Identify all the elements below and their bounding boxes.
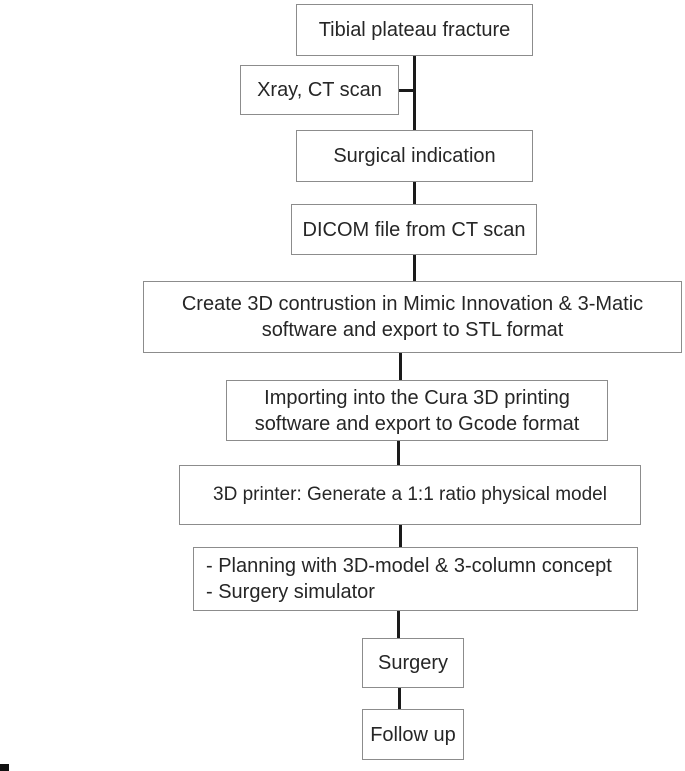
node-label: DICOM file from CT scan [302,218,526,241]
node-follow-up: Follow up [362,709,464,760]
connector-surgical-to-dicom [413,182,416,204]
node-label: Surgery [377,652,449,674]
node-cura-import: Importing into the Cura 3D printing soft… [226,380,608,441]
node-label: Xray, CT scan [257,79,382,101]
node-label: Surgical indication [333,145,496,167]
connector-surgery-to-followup [398,688,401,709]
node-surgery: Surgery [362,638,464,688]
connector-create3d-to-cura [399,353,402,380]
node-label-line2: software and export to STL format [261,319,564,341]
node-label: Follow up [370,723,456,746]
node-dicom-file: DICOM file from CT scan [291,204,537,255]
node-label-line1: Create 3D contrustion in Mimic Innovatio… [181,293,644,315]
node-planning-simulation: - Planning with 3D-model & 3-column conc… [193,547,638,611]
node-label-line2: software and export to Gcode format [254,412,580,435]
connector-tibial-to-surgical [413,56,416,130]
connector-cura-to-printer [397,441,400,465]
node-create-3d-construction: Create 3D contrustion in Mimic Innovatio… [143,281,682,353]
node-label: Tibial plateau fracture [318,19,511,41]
node-label-line1: Importing into the Cura 3D printing [264,386,570,409]
connector-dicom-to-create3d [413,255,416,281]
node-3d-printer: 3D printer: Generate a 1:1 ratio physica… [179,465,641,525]
node-tibial-plateau-fracture: Tibial plateau fracture [296,4,533,56]
node-label: 3D printer: Generate a 1:1 ratio physica… [213,483,607,505]
node-xray-ct-scan: Xray, CT scan [240,65,399,115]
figure-corner-artifact [0,764,9,771]
connector-printer-to-planning [399,525,402,547]
connector-planning-to-surgery [397,611,400,638]
node-label-line2: - Surgery simulator [206,581,375,603]
connector-xray-branch [399,89,415,92]
node-label-line1: - Planning with 3D-model & 3-column conc… [206,555,612,577]
node-surgical-indication: Surgical indication [296,130,533,182]
